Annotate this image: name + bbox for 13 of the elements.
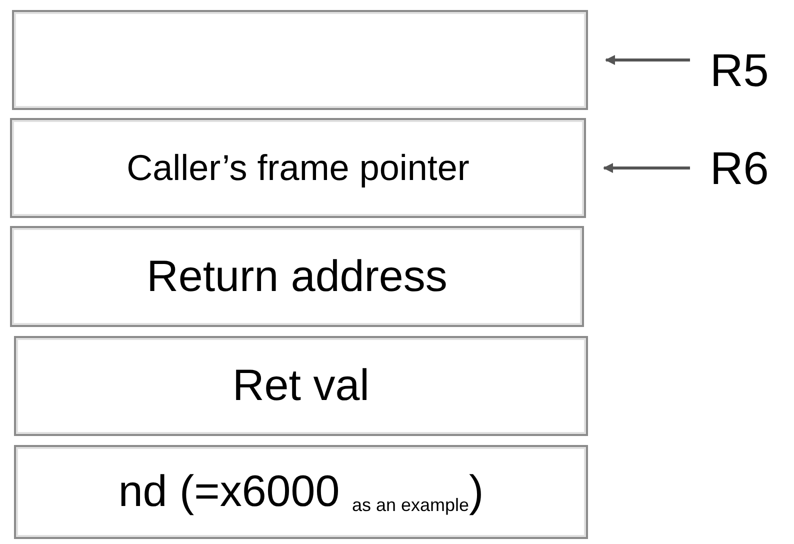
stack-slot: [14, 445, 588, 539]
register-name: R5: [710, 42, 769, 98]
slot-text: Ret val: [232, 360, 370, 412]
register-name: R6: [710, 140, 769, 196]
arrow: [603, 163, 690, 173]
arrow: [605, 55, 690, 65]
slot-text: Caller’s frame pointer: [126, 146, 470, 190]
slot-text: Return address: [146, 250, 448, 302]
stack-slot: [14, 336, 588, 436]
stack-slot: [10, 226, 584, 327]
stack-slot: [10, 118, 586, 218]
slot-text: nd (=x6000 $_{as an example}$): [118, 466, 484, 518]
stack-slot: [12, 10, 588, 110]
